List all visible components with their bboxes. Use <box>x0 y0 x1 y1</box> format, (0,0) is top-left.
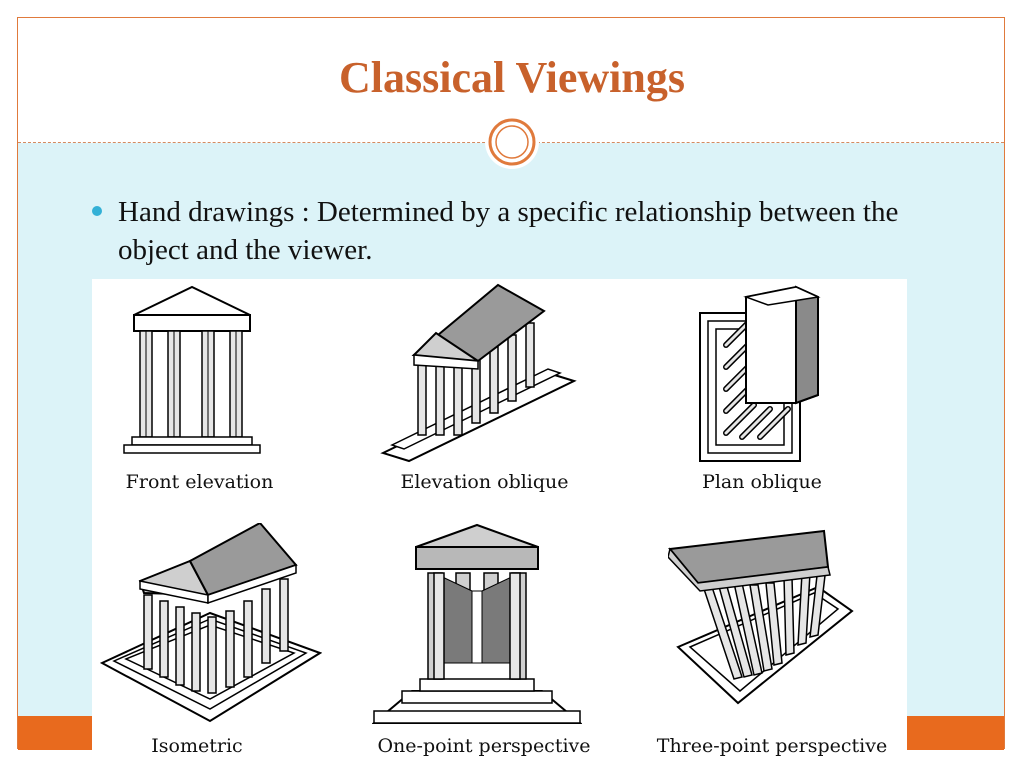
caption-plan-oblique: Plan oblique <box>702 471 822 493</box>
front-elevation-drawing <box>122 285 282 463</box>
accent-bar-left <box>18 716 92 750</box>
accent-bar-right <box>907 716 1004 750</box>
elevation-oblique-drawing <box>378 283 578 463</box>
three-point-perspective-drawing <box>668 527 864 727</box>
bullet-text: Hand drawings : Determined by a specific… <box>118 196 899 266</box>
bullet-dot-icon <box>92 206 102 216</box>
one-point-perspective-drawing <box>372 523 582 725</box>
caption-front-elevation: Front elevation <box>125 471 274 493</box>
isometric-drawing <box>100 523 322 723</box>
caption-three-point-perspective: Three-point perspective <box>656 735 888 757</box>
caption-one-point-perspective: One-point perspective <box>377 735 591 757</box>
caption-elevation-oblique: Elevation oblique <box>400 471 569 493</box>
plan-oblique-drawing <box>696 285 826 465</box>
caption-isometric: Isometric <box>151 735 243 757</box>
circle-ornament-icon <box>485 115 539 169</box>
slide-title: Classical Viewings <box>339 53 685 102</box>
viewings-figure: Front elevation Elevation oblique <box>92 279 907 768</box>
